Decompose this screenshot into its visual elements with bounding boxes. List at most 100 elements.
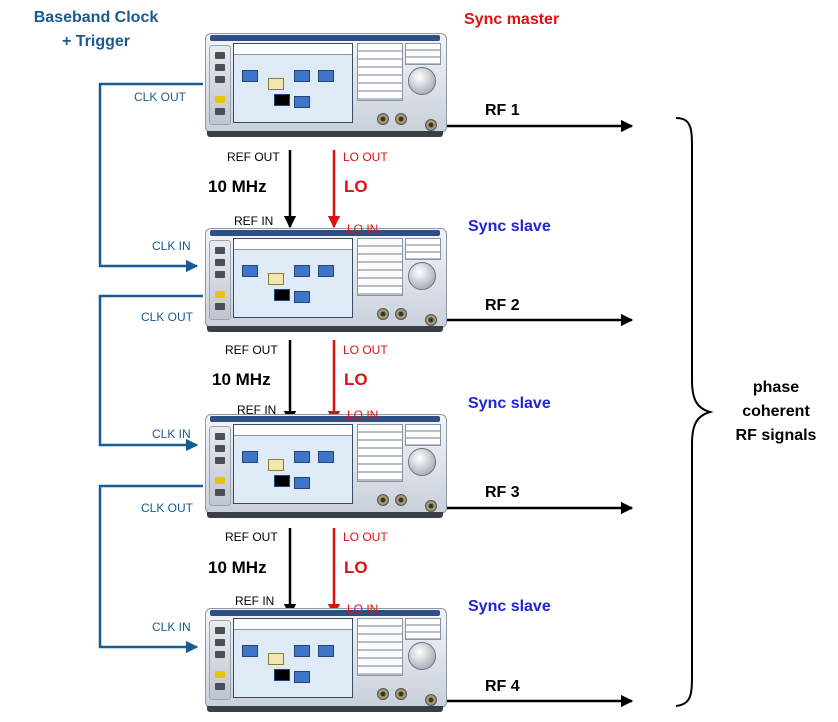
ref-in-label-3: REF IN	[237, 403, 277, 417]
screen-block	[268, 78, 284, 90]
clk-out-label-3: CLK OUT	[141, 501, 194, 515]
phase-coherent-label: phase coherent RF signals	[716, 376, 836, 448]
lo-in-label-4: LO IN	[347, 602, 379, 616]
side-key	[215, 291, 225, 298]
side-key	[215, 271, 225, 278]
side-key	[215, 108, 225, 115]
side-key	[215, 433, 225, 440]
sync-slave-label-2: Sync slave	[468, 218, 551, 235]
screen-block	[294, 70, 310, 82]
sync-master-label: Sync master	[464, 11, 560, 28]
connector	[425, 500, 437, 512]
connector	[377, 308, 389, 320]
screen-block	[294, 477, 310, 489]
instrument-top-bar	[210, 230, 440, 236]
screen-block	[318, 265, 334, 277]
screen-block	[242, 451, 258, 463]
connector	[395, 494, 407, 506]
baseband-label-line1: Baseband Clock	[33, 9, 159, 26]
lo-in-label-2: LO IN	[347, 222, 379, 236]
instrument-foot	[207, 131, 443, 137]
clk-out-label-2: CLK OUT	[141, 310, 194, 324]
lo-label-1: LO	[344, 177, 368, 196]
screen-block	[268, 653, 284, 665]
sync-slave-label-3: Sync slave	[468, 395, 551, 412]
instrument-screen	[233, 618, 353, 698]
ref-out-label-2: REF OUT	[225, 343, 278, 357]
connector	[425, 314, 437, 326]
instrument-side-strip	[209, 240, 231, 320]
screen-header	[234, 425, 352, 436]
rotary-knob	[408, 262, 436, 290]
screen-block	[242, 265, 258, 277]
screen-block	[294, 96, 310, 108]
instrument-keypad	[357, 618, 403, 676]
side-key	[215, 477, 225, 484]
instrument-foot	[207, 512, 443, 518]
ref-out-label-3: REF OUT	[225, 530, 278, 544]
rf-label-2: RF 2	[485, 297, 520, 314]
screen-block	[318, 70, 334, 82]
screen-block	[274, 289, 290, 301]
screen-header	[234, 239, 352, 250]
instrument-top-bar	[210, 610, 440, 616]
screen-header	[234, 619, 352, 630]
ref-in-label-4: REF IN	[235, 594, 275, 608]
side-key	[215, 683, 225, 690]
ref-out-label-1: REF OUT	[227, 150, 280, 164]
side-key	[215, 639, 225, 646]
baseband-label: Baseband Clock + Trigger	[8, 6, 184, 54]
brace	[675, 117, 714, 707]
screen-block	[294, 451, 310, 463]
ref-freq-label-2: 10 MHz	[212, 370, 271, 389]
instrument-screen	[233, 238, 353, 318]
side-key	[215, 64, 225, 71]
rotary-knob	[408, 642, 436, 670]
ref-in-label-2: REF IN	[234, 214, 274, 228]
screen-block	[294, 265, 310, 277]
screen-block	[242, 645, 258, 657]
rotary-knob	[408, 448, 436, 476]
clock-line-2	[98, 294, 203, 452]
phase-coherent-line2: coherent	[742, 403, 810, 420]
instrument-keypad	[357, 43, 403, 101]
instrument-screen	[233, 43, 353, 123]
screen-block	[294, 291, 310, 303]
sync-slave-label-4: Sync slave	[468, 598, 551, 615]
lo-in-label-3: LO IN	[347, 408, 379, 422]
rf-label-3: RF 3	[485, 484, 520, 501]
instrument-menu-keys	[405, 238, 441, 260]
side-key	[215, 76, 225, 83]
instrument-menu-keys	[405, 618, 441, 640]
connector	[395, 308, 407, 320]
screen-block	[268, 459, 284, 471]
side-key	[215, 457, 225, 464]
phase-coherent-line1: phase	[752, 379, 800, 396]
side-key	[215, 259, 225, 266]
clk-in-label-3: CLK IN	[152, 427, 191, 441]
screen-block	[318, 451, 334, 463]
connector	[395, 688, 407, 700]
lo-out-label-1: LO OUT	[343, 150, 388, 164]
side-key	[215, 651, 225, 658]
instrument-screen	[233, 424, 353, 504]
baseband-label-line2: + Trigger	[61, 33, 131, 50]
lo-out-label-2: LO OUT	[343, 343, 388, 357]
clock-line-3	[98, 484, 203, 654]
lo-label-3: LO	[344, 558, 368, 577]
instrument-side-strip	[209, 620, 231, 700]
screen-block	[242, 70, 258, 82]
rf-label-4: RF 4	[485, 678, 520, 695]
instrument-foot	[207, 706, 443, 712]
screen-block	[274, 94, 290, 106]
clock-line-1	[98, 82, 203, 273]
instrument-side-strip	[209, 426, 231, 506]
instrument-menu-keys	[405, 424, 441, 446]
side-key	[215, 445, 225, 452]
screen-block	[268, 273, 284, 285]
instrument-top-bar	[210, 416, 440, 422]
rotary-knob	[408, 67, 436, 95]
side-key	[215, 52, 225, 59]
ref-freq-label-3: 10 MHz	[208, 558, 267, 577]
